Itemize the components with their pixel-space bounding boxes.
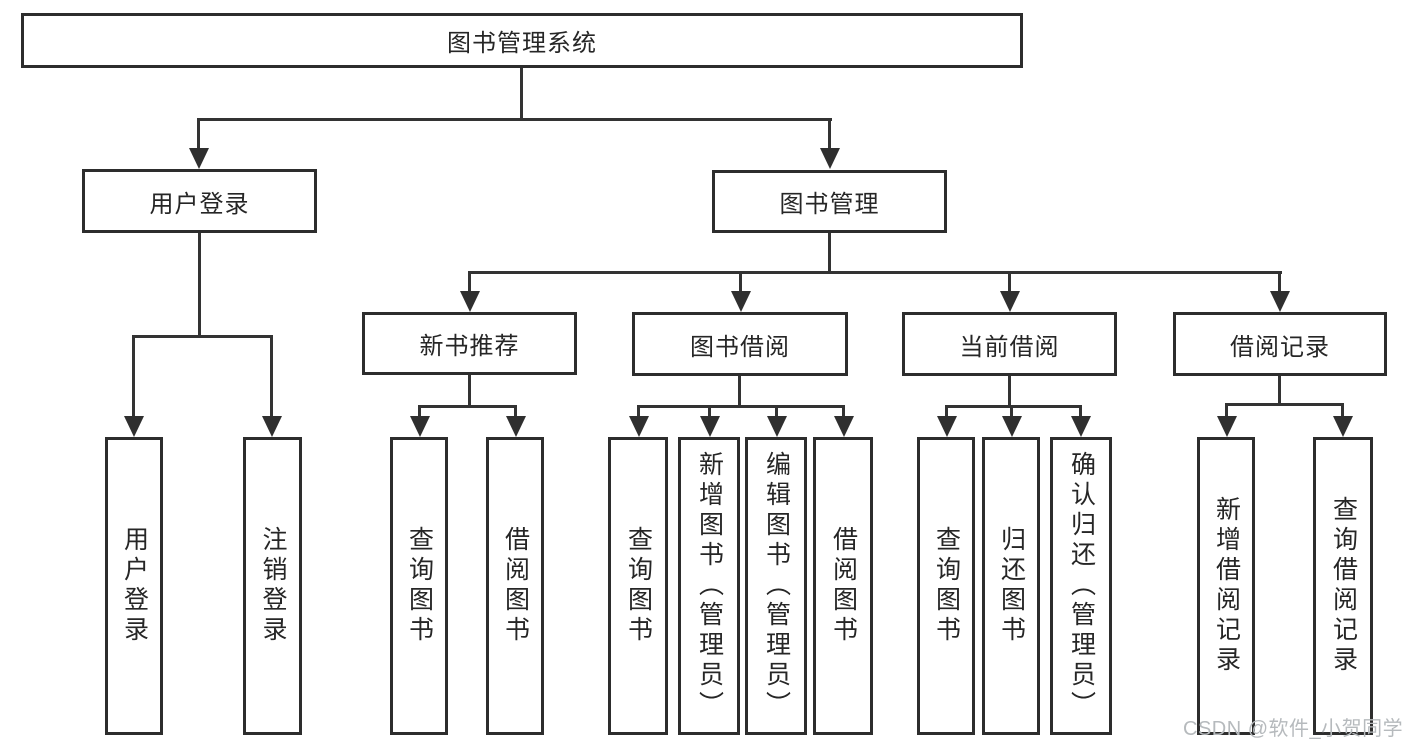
leaf-label: 确认归还（管理员） <box>1067 451 1096 721</box>
node-book-borrowing: 图书借阅 <box>632 312 848 376</box>
connector-line <box>132 335 135 418</box>
leaf-label: 注销登录 <box>259 526 287 646</box>
connector-line <box>637 405 640 419</box>
arrow-down-icon <box>834 416 854 437</box>
leaf-query-books-borrowing: 查询图书 <box>608 437 668 735</box>
connector-line <box>1079 405 1082 419</box>
leaf-query-books-recommend: 查询图书 <box>390 437 448 735</box>
connector-line <box>1278 271 1281 294</box>
leaf-label: 查询图书 <box>624 526 653 646</box>
csdn-watermark: CSDN @软件_小贺同学 <box>1183 718 1404 740</box>
connector-line <box>1341 403 1344 419</box>
connector-line <box>1278 376 1281 405</box>
leaf-label: 查询借阅记录 <box>1329 496 1358 676</box>
connector-line <box>198 233 201 338</box>
connector-line <box>520 67 523 121</box>
arrow-down-icon <box>767 416 787 437</box>
connector-line <box>828 233 831 273</box>
connector-line <box>514 405 517 419</box>
connector-line <box>418 405 421 419</box>
arrow-down-icon <box>1270 291 1290 312</box>
leaf-edit-books-admin: 编辑图书（管理员） <box>745 437 807 735</box>
leaf-add-books-admin: 新增图书（管理员） <box>678 437 740 735</box>
leaf-logout: 注销登录 <box>243 437 302 735</box>
node-label: 新书推荐 <box>419 333 520 360</box>
leaf-borrow-books-recommend: 借阅图书 <box>486 437 544 735</box>
leaf-label: 归还图书 <box>997 526 1026 646</box>
arrow-down-icon <box>629 416 649 437</box>
leaf-label: 新增图书（管理员） <box>695 451 724 721</box>
connector-line <box>738 376 741 408</box>
arrow-down-icon <box>937 416 957 437</box>
arrow-down-icon <box>1071 416 1091 437</box>
arrow-down-icon <box>262 416 282 437</box>
leaf-label: 查询图书 <box>405 526 434 646</box>
connector-line <box>842 405 845 419</box>
leaf-return-books: 归还图书 <box>982 437 1040 735</box>
leaf-user-login: 用户登录 <box>105 437 163 735</box>
node-book-management: 图书管理 <box>712 170 947 233</box>
node-current-borrowing: 当前借阅 <box>902 312 1117 376</box>
connector-line <box>708 405 711 419</box>
arrow-down-icon <box>410 416 430 437</box>
leaf-label: 用户登录 <box>120 526 149 646</box>
arrow-down-icon <box>820 148 840 169</box>
arrow-down-icon <box>460 291 480 312</box>
connector-line <box>197 118 832 121</box>
leaf-label: 借阅图书 <box>501 526 530 646</box>
arrow-down-icon <box>189 148 209 169</box>
leaf-query-borrow-record: 查询借阅记录 <box>1313 437 1373 735</box>
arrow-down-icon <box>700 416 720 437</box>
connector-line <box>1225 403 1228 419</box>
connector-line <box>1225 403 1344 406</box>
arrow-down-icon <box>124 416 144 437</box>
node-new-book-recommend: 新书推荐 <box>362 312 577 375</box>
leaf-add-borrow-record: 新增借阅记录 <box>1197 437 1255 735</box>
arrow-down-icon <box>1333 416 1353 437</box>
leaf-label: 查询图书 <box>932 526 961 646</box>
connector-line <box>197 118 200 152</box>
connector-line <box>828 118 831 152</box>
leaf-confirm-return-admin: 确认归还（管理员） <box>1050 437 1112 735</box>
connector-line <box>418 405 517 408</box>
connector-line <box>945 405 1082 408</box>
connector-line <box>468 271 1282 274</box>
connector-line <box>132 335 273 338</box>
arrow-down-icon <box>731 291 751 312</box>
leaf-label: 编辑图书（管理员） <box>762 451 791 721</box>
node-borrowing-records: 借阅记录 <box>1173 312 1387 376</box>
leaf-label: 新增借阅记录 <box>1212 496 1241 676</box>
connector-line <box>1010 405 1013 419</box>
leaf-query-books-current: 查询图书 <box>917 437 975 735</box>
connector-line <box>945 405 948 419</box>
node-label: 借阅记录 <box>1230 333 1330 361</box>
connector-line <box>1008 376 1011 408</box>
connector-line <box>739 271 742 294</box>
arrow-down-icon <box>1217 416 1237 437</box>
node-label: 图书管理 <box>779 191 880 218</box>
arrow-down-icon <box>1002 416 1022 437</box>
connector-line <box>468 375 471 408</box>
arrow-down-icon <box>1000 291 1020 312</box>
node-label: 图书管理系统 <box>447 30 597 57</box>
connector-line <box>637 405 845 408</box>
connector-line <box>1008 271 1011 294</box>
connector-line <box>775 405 778 419</box>
connector-line <box>270 335 273 418</box>
node-label: 用户登录 <box>149 190 250 218</box>
node-user-login: 用户登录 <box>82 169 317 233</box>
node-label: 当前借阅 <box>959 333 1060 361</box>
connector-line <box>468 271 471 294</box>
leaf-label: 借阅图书 <box>829 526 858 646</box>
node-library-management-system: 图书管理系统 <box>21 13 1023 68</box>
arrow-down-icon <box>506 416 526 437</box>
leaf-borrow-books: 借阅图书 <box>813 437 873 735</box>
node-label: 图书借阅 <box>690 333 790 361</box>
